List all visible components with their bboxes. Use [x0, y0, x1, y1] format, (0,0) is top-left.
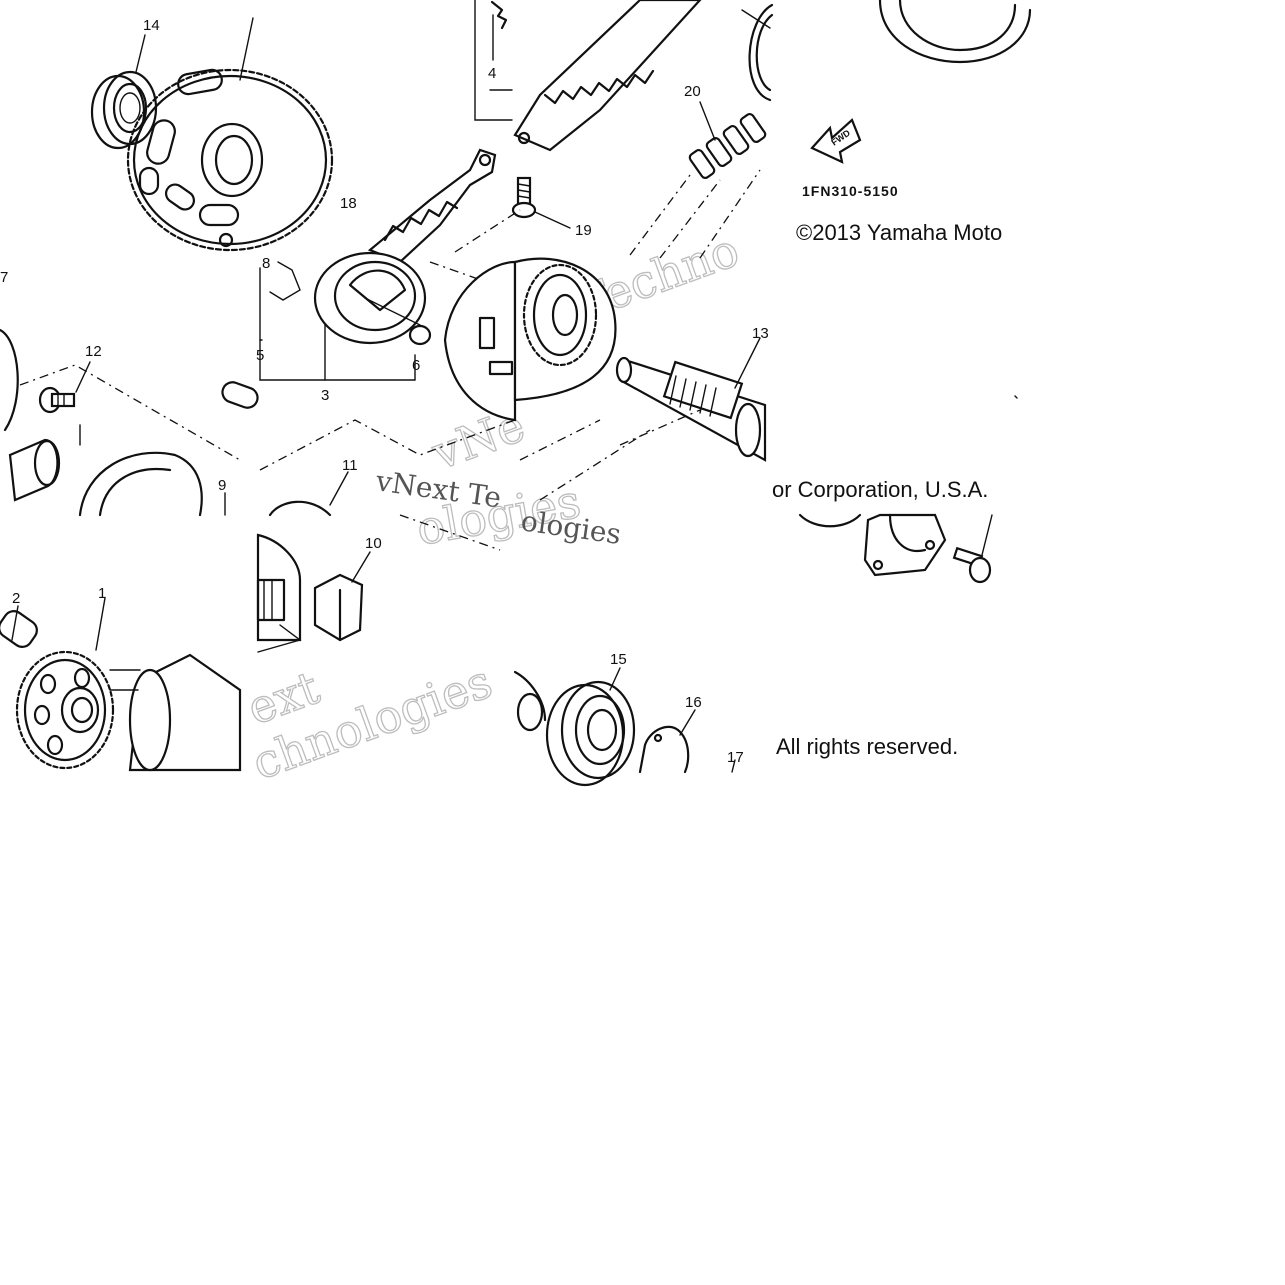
callout-13: 13	[752, 325, 769, 342]
callout-17: 17	[727, 749, 744, 766]
tile-lower-center	[256, 514, 501, 653]
copyright-line-1: ©2013 Yamaha Moto	[796, 220, 1002, 245]
watermark-ologies: ologies	[519, 504, 623, 551]
pin-2	[0, 610, 38, 648]
callout-6: 6	[412, 357, 420, 374]
tile-top-right-center	[513, 0, 774, 259]
gear-1	[15, 650, 115, 770]
tile-middle-left	[0, 328, 259, 517]
cover-plate	[863, 513, 947, 577]
fwd-arrow-icon	[810, 118, 862, 164]
housing-piece	[256, 533, 302, 642]
callout-2: 2	[12, 590, 20, 607]
callout-12: 12	[85, 343, 102, 360]
callout-18: 18	[340, 195, 357, 212]
callout-7: 7	[0, 269, 8, 286]
callout-layer: 14 18 19 20 4 8 5 3 6 12 9 11 13 10 2 1 …	[0, 17, 769, 766]
ratchet-strip	[513, 0, 702, 152]
tile-top-left	[90, 17, 334, 252]
callout-14: 14	[143, 17, 160, 34]
large-gear	[126, 68, 334, 252]
tile-middle-right: or Corporation, U.S.A.	[772, 395, 1018, 502]
tile-lower-right-center	[513, 667, 736, 787]
starter-lever-18	[367, 148, 497, 264]
copyright-line-3: All rights reserved.	[776, 734, 958, 759]
callout-11: 11	[342, 457, 358, 474]
tile-lower-left	[0, 597, 242, 772]
roller-6	[408, 324, 432, 346]
part-code: 1FN310-5150	[802, 183, 899, 199]
callout-16: 16	[685, 694, 702, 711]
copyright-line-2: or Corporation, U.S.A.	[772, 477, 988, 502]
cam-10	[313, 573, 364, 642]
shaft-13	[615, 356, 767, 462]
callout-19: 19	[575, 222, 592, 239]
tile-top-center	[367, 0, 571, 264]
chain-20	[688, 112, 767, 180]
tile-lower-right: All rights reserved.	[776, 513, 993, 759]
tile-top-right: FWD 1FN310-5150 ©2013 Yamaha Moto	[796, 0, 1032, 245]
callout-20: 20	[684, 83, 701, 100]
callout-10: 10	[365, 535, 382, 552]
callout-5: 5	[256, 347, 264, 364]
callout-1: 1	[98, 585, 106, 602]
bearing-15	[545, 680, 636, 787]
callout-15: 15	[610, 651, 627, 668]
bushing	[8, 438, 59, 502]
callout-8: 8	[262, 255, 270, 272]
callout-9: 9	[218, 477, 226, 494]
callout-4: 4	[488, 65, 496, 82]
callout-3: 3	[321, 387, 329, 404]
